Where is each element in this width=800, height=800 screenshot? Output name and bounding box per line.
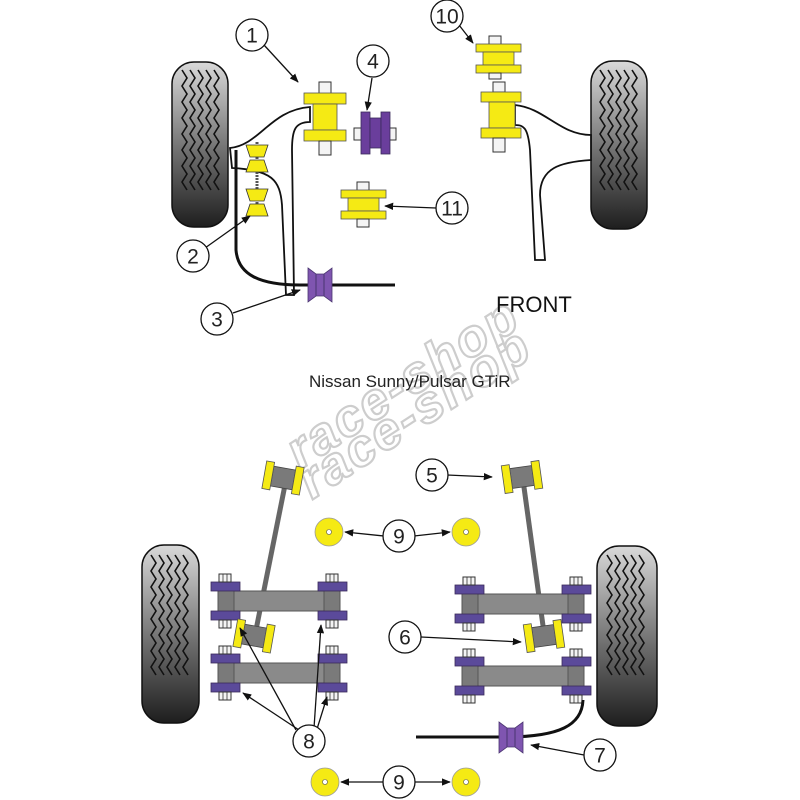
callout-7: 7 (583, 738, 617, 772)
rear-left-lateral-link (252, 484, 288, 636)
callout-1: 1 (235, 18, 269, 52)
front-right-assembly (475, 35, 648, 261)
rear-left-link-bush-bottom (232, 618, 276, 654)
callout-9-upper-label: 9 (393, 526, 405, 549)
callout-6-label: 6 (399, 627, 411, 650)
rear-right-assembly (416, 460, 658, 754)
rear-left-lower-arm (210, 645, 348, 701)
callout-2: 2 (176, 239, 210, 273)
front-anti-roll-bar (234, 150, 395, 287)
bush-10 (475, 35, 522, 80)
callout-11-label: 11 (441, 198, 463, 221)
callout-2-label: 2 (187, 246, 199, 269)
tyre-front-left (171, 61, 229, 228)
tyre-rear-left (141, 544, 200, 724)
callout-5-label: 5 (426, 465, 438, 488)
callout-10-label: 10 (435, 6, 458, 29)
callout-3: 3 (200, 302, 234, 336)
callout-8-label: 8 (303, 731, 315, 754)
rear-right-link-bush-bottom (522, 619, 566, 653)
callout-4: 4 (356, 44, 390, 78)
callout-9-lower-label: 9 (393, 772, 405, 795)
callout-leaders (204, 24, 585, 786)
front-right-wishbone (514, 104, 592, 261)
callout-5: 5 (415, 458, 449, 492)
callout-3-label: 3 (211, 309, 223, 332)
bush-11 (340, 181, 387, 228)
disc-lower-left (310, 767, 340, 797)
callout-9-upper: 9 (382, 519, 416, 553)
bush-4-purple (353, 111, 397, 155)
callout-8: 8 (292, 724, 326, 758)
rear-right-upper-arm (454, 576, 592, 632)
rear-left-assembly (141, 460, 348, 724)
tyre-front-right (590, 60, 648, 230)
drop-link-bushes (245, 142, 269, 217)
bush-3-anti-roll-bar (307, 267, 333, 303)
bush-1-front-wishbone (303, 81, 347, 156)
disc-upper-left (314, 517, 344, 547)
disc-lower-right (451, 767, 481, 797)
tyre-rear-right (596, 545, 658, 727)
watermark: race-shop race-shop (274, 285, 543, 511)
bush-7-rear-anti-roll-bar (498, 721, 524, 754)
bush-front-right-wishbone (480, 81, 522, 153)
rear-left-upper-arm (210, 573, 348, 629)
diagram-title: Nissan Sunny/Pulsar GTiR (309, 372, 511, 391)
callout-11: 11 (435, 191, 469, 225)
callout-4-label: 4 (367, 51, 379, 74)
bump-stop-discs (310, 517, 481, 797)
section-label-front: FRONT (496, 292, 572, 317)
rear-right-lower-arm (454, 648, 592, 704)
callout-1-label: 1 (246, 25, 258, 48)
front-left-assembly (171, 61, 397, 303)
callout-6: 6 (388, 620, 422, 654)
disc-upper-right (451, 517, 481, 547)
rear-left-link-bush-top (261, 460, 305, 496)
rear-right-link-bush-top (500, 460, 544, 494)
callout-7-label: 7 (594, 745, 606, 768)
callout-10: 10 (430, 0, 464, 33)
callout-9-lower: 9 (382, 765, 416, 799)
